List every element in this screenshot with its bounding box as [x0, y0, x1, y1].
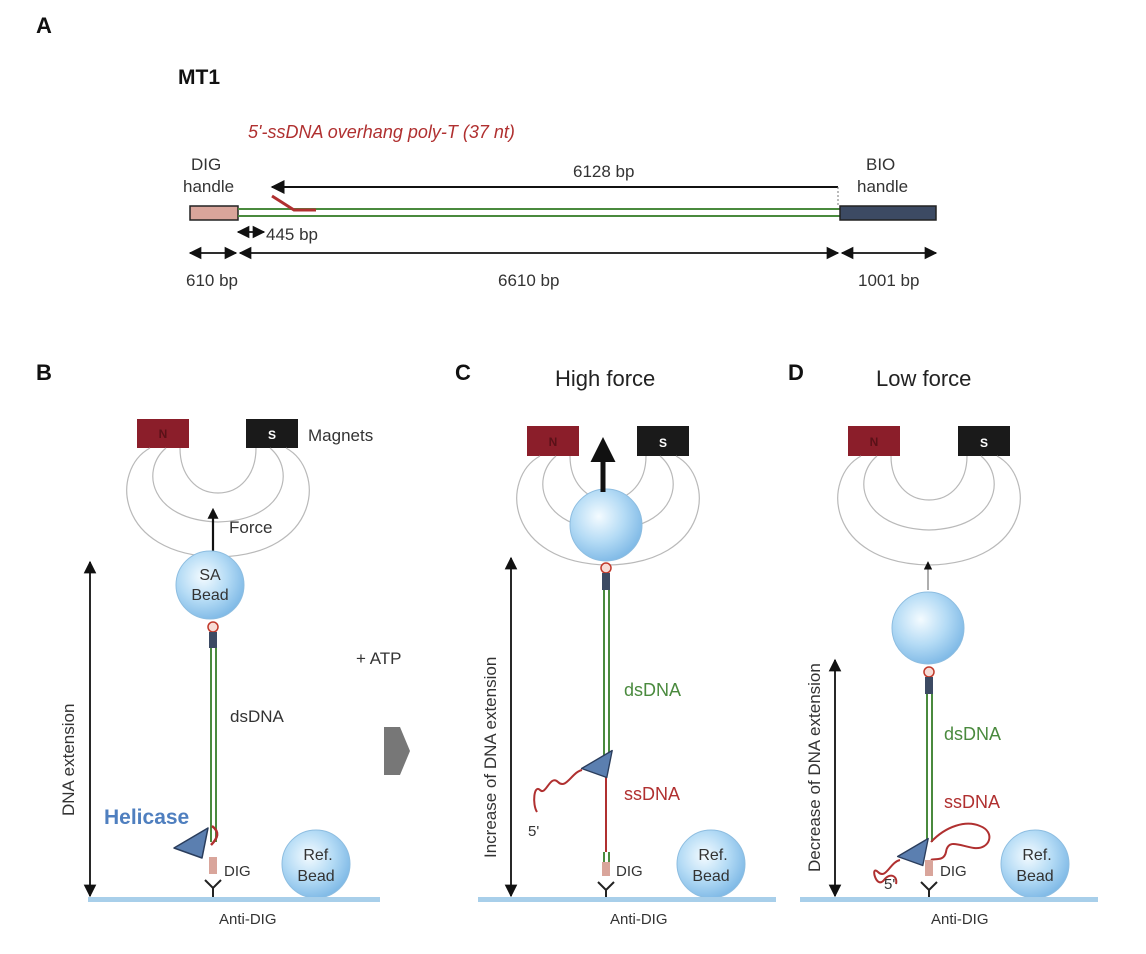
transition-arrow — [384, 727, 410, 775]
magnet-n-block-d — [848, 426, 900, 456]
force-label: Force — [229, 518, 272, 537]
surface-d — [800, 897, 1098, 902]
ref-bead-d-line1: Ref. — [1022, 847, 1051, 864]
ssdna-label-c: ssDNA — [624, 784, 680, 804]
bio-handle-segment-d — [925, 677, 933, 694]
anti-dig-anchor — [204, 879, 222, 899]
bio-handle-label-line2: handle — [857, 177, 908, 196]
panel-b: B N S Magnets Force SA Bead dsDNA Helica… — [36, 360, 380, 928]
dig-handle-label-line1: DIG — [191, 155, 221, 174]
panel-c-label: C — [455, 360, 471, 385]
panel-c: C High force N S dsDNA ssDNA 5' — [455, 360, 776, 928]
dsdna-label-c: dsDNA — [624, 680, 681, 700]
biotin-link-d — [923, 666, 935, 678]
ref-bead-c — [676, 829, 746, 899]
span-1001-label: 1001 bp — [858, 271, 919, 290]
panel-d: D Low force N S dsDNA ssDNA 5' DI — [788, 360, 1098, 928]
biotin-link — [207, 621, 219, 633]
ssdna-overhang-b — [210, 825, 219, 846]
helicase-icon-d — [896, 837, 929, 867]
magnet-n-block — [137, 419, 189, 448]
magnet-s-letter-d: S — [980, 436, 988, 450]
magnetic-field-lines — [126, 447, 310, 558]
dig-handle-label-line2: handle — [183, 177, 234, 196]
panel-d-title: Low force — [876, 366, 971, 391]
magnet-s-letter: S — [268, 428, 276, 442]
dig-handle-segment-d — [925, 860, 933, 876]
bio-handle-label-line1: BIO — [866, 155, 895, 174]
released-ssdna-c — [533, 769, 583, 813]
dig-label-c: DIG — [616, 863, 643, 880]
panel-a-label: A — [36, 13, 52, 38]
anti-dig-label-c: Anti-DIG — [610, 911, 668, 928]
ref-bead-c-line2: Bead — [692, 868, 729, 885]
released-ssdna-d — [873, 859, 901, 885]
ref-bead-b — [281, 829, 351, 899]
helicase-label: Helicase — [104, 806, 189, 829]
surface-b — [88, 897, 380, 902]
magnet-n-letter-c: N — [549, 435, 558, 449]
magnet-n-block-c — [527, 426, 579, 456]
biotin-link-c — [600, 562, 612, 574]
bio-handle-segment-c — [602, 573, 610, 590]
magnet-s-letter-c: S — [659, 436, 667, 450]
dig-label-d: DIG — [940, 863, 967, 880]
dna-extension-label: DNA extension — [59, 704, 78, 816]
construct-name: MT1 — [178, 66, 220, 89]
span-610-label: 610 bp — [186, 271, 238, 290]
magnets-label: Magnets — [308, 426, 373, 445]
dig-label-b: DIG — [224, 863, 251, 880]
surface-c — [478, 897, 776, 902]
helicase-icon — [173, 827, 209, 859]
magnet-n-letter-d: N — [870, 435, 879, 449]
coiled-ssdna-d — [930, 822, 991, 861]
span-6128-label: 6128 bp — [573, 162, 634, 181]
sa-bead-c — [569, 488, 643, 562]
dsdna-label-b: dsDNA — [230, 707, 285, 726]
panel-c-title: High force — [555, 366, 655, 391]
atp-label: + ATP — [356, 649, 402, 668]
helicase-icon-c — [580, 749, 613, 779]
magnet-s-block-c — [637, 426, 689, 456]
ref-bead-b-line1: Ref. — [303, 847, 332, 864]
dsdna-label-d: dsDNA — [944, 724, 1001, 744]
bio-handle-segment — [209, 632, 217, 648]
dig-handle-segment — [209, 857, 217, 874]
sa-bead-label-line2: Bead — [191, 587, 228, 604]
sa-bead — [175, 550, 245, 620]
ssdna-overhang — [271, 194, 316, 212]
dig-handle-segment-c — [602, 862, 610, 876]
magnetic-field-lines-d — [837, 455, 1021, 566]
overhang-label: 5'-ssDNA overhang poly-T (37 nt) — [248, 122, 515, 142]
panel-a: A MT1 5'-ssDNA overhang poly-T (37 nt) D… — [36, 13, 938, 290]
magnet-n-letter: N — [159, 427, 168, 441]
magnet-s-block — [246, 419, 298, 448]
span-6610-label: 6610 bp — [498, 271, 559, 290]
five-prime-c: 5' — [528, 823, 539, 840]
panel-b-label: B — [36, 360, 52, 385]
increase-extension-label: Increase of DNA extension — [481, 657, 500, 858]
decrease-extension-label: Decrease of DNA extension — [805, 663, 824, 872]
ref-bead-d — [1000, 829, 1070, 899]
dig-handle-block — [189, 205, 239, 221]
anti-dig-label-d: Anti-DIG — [931, 911, 989, 928]
five-prime-d: 5' — [884, 876, 895, 893]
anti-dig-label-b: Anti-DIG — [219, 911, 277, 928]
panel-d-label: D — [788, 360, 804, 385]
sa-bead-label-line1: SA — [199, 567, 221, 584]
bio-handle-block — [839, 205, 937, 221]
ssdna-label-d: ssDNA — [944, 792, 1000, 812]
sa-bead-d — [891, 591, 965, 665]
ref-bead-d-line2: Bead — [1016, 868, 1053, 885]
ref-bead-b-line2: Bead — [297, 868, 334, 885]
transition: + ATP — [356, 649, 410, 775]
ref-bead-c-line1: Ref. — [698, 847, 727, 864]
span-445-label: 445 bp — [266, 225, 318, 244]
magnet-s-block-d — [958, 426, 1010, 456]
